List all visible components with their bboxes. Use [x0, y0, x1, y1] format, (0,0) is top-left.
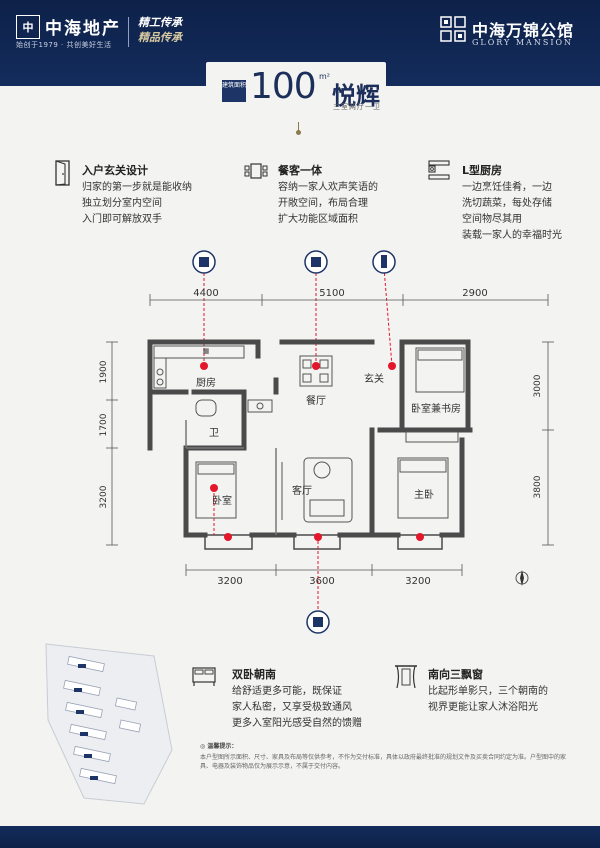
developer-badge-icon: 中	[16, 14, 40, 39]
unit-layout: 三室两厅一卫	[333, 103, 381, 111]
disclaimer-title: ◎ 温馨提示：	[200, 743, 238, 750]
compass-icon	[515, 570, 529, 586]
dim-top-3: 2900	[462, 288, 487, 299]
project-name-cn: 中海万锦公馆	[472, 21, 575, 40]
site-plan-thumbnail	[45, 643, 173, 805]
project-mark-icon	[440, 16, 466, 42]
dim-top-2: 5100	[319, 288, 344, 299]
dimension-left	[106, 341, 118, 546]
room-living: 客厅	[292, 484, 312, 497]
door-icon	[55, 160, 70, 186]
disclaimer-body: 本户型图所示面积、尺寸、家具及布局等仅供参考，不作为交付标准，具体以政府最终批准…	[200, 754, 567, 770]
living-sofa	[281, 457, 353, 523]
slogan-line-2: 精品传承	[138, 31, 182, 44]
dim-left-2: 1700	[99, 413, 109, 436]
dining-table	[299, 355, 333, 387]
feature-body: 给舒适更多可能，既保证 家人私密，又享受极致通风 更多入室阳光感受自然的馈赠	[232, 686, 362, 729]
feature-title: 双卧朝南	[232, 668, 276, 681]
room-foyer: 玄关	[364, 372, 384, 385]
plan-walls	[147, 339, 473, 538]
feature-body: 比起形单影只，三个朝南的 视界更能让家人沐浴阳光	[428, 686, 548, 713]
feature-south-bedrooms: 双卧朝南 给舒适更多可能，既保证 家人私密，又享受极致通风 更多入室阳光感受自然…	[192, 664, 382, 744]
kitchen-fittings	[153, 345, 245, 389]
area-tag: 建筑面积	[222, 80, 246, 102]
dim-bottom-3: 3200	[405, 576, 430, 587]
developer-tagline: 始创于1979 · 共创美好生活	[16, 41, 112, 49]
dim-right-1: 3000	[533, 374, 543, 397]
feature-dining-living: 餐客一体 容纳一家人欢声笑语的 开敞空间，布局合理 扩大功能区域面积	[244, 160, 414, 240]
room-master: 主卧	[414, 488, 434, 501]
bed-icon	[192, 667, 216, 686]
feature-body: 归家的第一步就是能收纳 独立划分室内空间 入门即可解放双手	[82, 182, 192, 225]
room-kitchen: 厨房	[196, 376, 216, 389]
dim-bottom-2: 3600	[309, 576, 334, 587]
developer-logo: 中 中海地产	[16, 14, 121, 39]
project-logo: 中海万锦公馆 GLORY MANSION	[440, 16, 575, 47]
marker-foyer-top	[372, 250, 396, 367]
title-stem	[298, 122, 299, 134]
plan-markers	[200, 362, 424, 541]
unit-area: 100	[250, 66, 317, 107]
marker-bay-window-bottom	[306, 541, 330, 634]
feature-body: 容纳一家人欢声笑语的 开敞空间，布局合理 扩大功能区域面积	[278, 182, 378, 225]
disclaimer: ◎ 温馨提示： 本户型图所示面积、尺寸、家具及布局等仅供参考，不作为交付标准，具…	[200, 742, 572, 771]
dim-left-1: 1900	[99, 360, 109, 383]
marker-entrance-top	[192, 250, 216, 366]
curtain-window-icon	[395, 665, 417, 689]
header-divider	[128, 17, 129, 47]
plan-inner-walls	[185, 420, 277, 535]
dimension-bottom	[185, 564, 463, 576]
marker-dining-top	[304, 250, 328, 366]
dim-left-3: 3200	[99, 485, 109, 508]
dimension-top	[149, 294, 549, 306]
bath-fittings	[195, 399, 273, 417]
feature-entrance: 入户玄关设计 归家的第一步就是能收纳 独立划分室内空间 入门即可解放双手	[54, 160, 224, 240]
footer-band	[0, 826, 600, 848]
feature-title: 南向三飘窗	[428, 668, 483, 681]
dim-bottom-1: 3200	[217, 576, 242, 587]
feature-title: L型厨房	[462, 164, 503, 177]
feature-kitchen: L型厨房 一边烹饪佳肴，一边 洗切蔬菜，每处存储 空间物尽其用 装载一家人的幸福…	[428, 160, 588, 241]
feature-title: 入户玄关设计	[82, 164, 148, 177]
slogan: 精工传承 精品传承	[138, 15, 182, 45]
fridge-icon: ▦	[203, 347, 210, 355]
room-dining: 餐厅	[306, 394, 326, 407]
kitchen-counter-icon	[428, 160, 450, 180]
dim-right-2: 3800	[533, 475, 543, 498]
room-bedroom: 卧室	[212, 494, 232, 507]
developer-name: 中海地产	[45, 19, 121, 39]
feature-title: 餐客一体	[278, 164, 322, 177]
room-study: 卧室兼书房	[411, 402, 461, 415]
dining-table-icon	[244, 163, 268, 179]
beds	[195, 347, 465, 519]
feature-bay-windows: 南向三飘窗 比起形单影只，三个朝南的 视界更能让家人沐浴阳光	[394, 664, 584, 744]
project-name-en: GLORY MANSION	[472, 38, 574, 47]
study-desk	[405, 431, 459, 443]
area-unit: m²	[319, 72, 330, 81]
floor-plan: 4400 5100 2900 1900 1700 3200 3000 3800	[99, 250, 554, 634]
slogan-line-1: 精工传承	[138, 16, 182, 29]
dim-top-1: 4400	[193, 288, 218, 299]
unit-title: 建筑面积 100 m² 悦辉 三室两厅一卫	[0, 56, 600, 122]
title-stem-dot	[296, 130, 301, 135]
dimension-right	[542, 341, 554, 546]
bay-windows	[204, 534, 443, 550]
unit-name: 悦辉	[332, 82, 380, 110]
feature-body: 一边烹饪佳肴，一边 洗切蔬菜，每处存储 空间物尽其用 装载一家人的幸福时光	[462, 182, 562, 241]
room-bath: 卫	[209, 428, 219, 439]
